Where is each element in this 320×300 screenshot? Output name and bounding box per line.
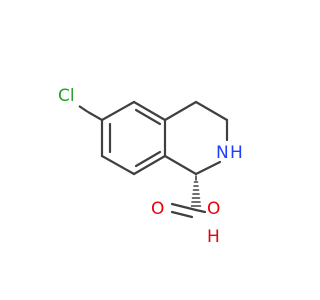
atom-hydroxyl-hydrogen: H xyxy=(207,227,220,247)
molecule-canvas: Cl N H O O H xyxy=(58,86,243,247)
bond-ch2a-ch2b xyxy=(194,100,229,122)
atom-oxygen-hydroxyl: O xyxy=(207,199,220,219)
bond-c-oh xyxy=(194,208,207,214)
bond-c-o-double-a xyxy=(170,202,198,212)
bond-c1-cl xyxy=(78,105,89,113)
bond-n-c1 xyxy=(194,160,222,176)
atom-nitrogen-hydrogen: H xyxy=(230,143,243,163)
bond-c2-c3 xyxy=(132,100,167,122)
bond-c5-c6 xyxy=(100,154,136,176)
atom-nitrogen: N xyxy=(216,143,229,163)
structure-diagram: Cl N H O O H xyxy=(58,86,243,247)
bond-c4-c5-inner xyxy=(134,150,162,168)
bond-c1-cl-carbon xyxy=(87,111,103,121)
atom-oxygen-carbonyl: O xyxy=(151,199,164,219)
bond-c-o-double-b xyxy=(170,210,194,219)
atom-chlorine: Cl xyxy=(58,86,75,106)
bond-c2-c3-inner xyxy=(134,108,162,126)
bond-c4-c5 xyxy=(132,154,167,176)
bond-c3-ch2a xyxy=(163,100,198,122)
stereo-hash-bond xyxy=(190,175,202,207)
bond-c1-c2 xyxy=(100,100,136,122)
bond-c1-c4 xyxy=(163,154,198,176)
